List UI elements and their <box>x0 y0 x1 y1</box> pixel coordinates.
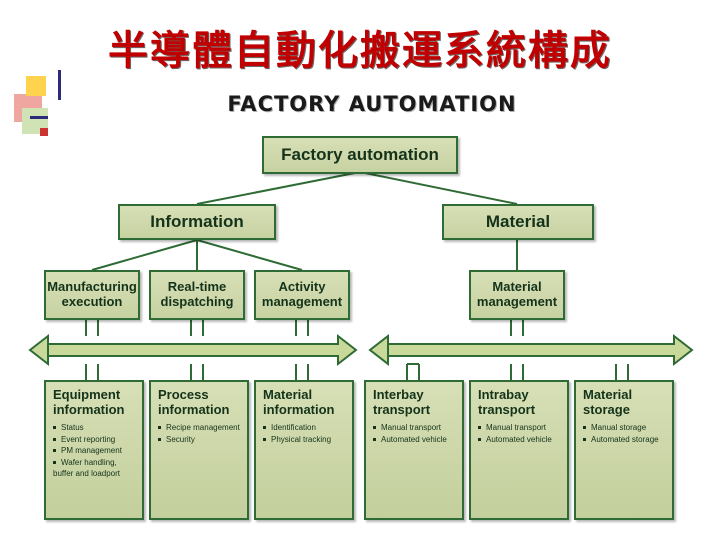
list-item: Automated vehicle <box>373 434 456 446</box>
node-label: Material management <box>476 279 558 309</box>
node-material-management[interactable]: Material management <box>469 270 565 320</box>
list-item: Manual transport <box>373 422 456 434</box>
list-item: Physical tracking <box>263 434 346 446</box>
logo-horizontal-bar <box>30 116 48 119</box>
leaf-process-information[interactable]: Process information Recipe management Se… <box>149 380 249 520</box>
list-item: Manual storage <box>583 422 666 434</box>
leaf-title: Intrabay transport <box>478 387 536 417</box>
list-item: Automated vehicle <box>478 434 561 446</box>
node-label: Real-time dispatching <box>160 279 234 309</box>
list-item: Manual transport <box>478 422 561 434</box>
list-item: Event reporting <box>53 434 136 446</box>
material-bus-arrow <box>368 333 694 367</box>
node-material[interactable]: Material <box>442 204 594 240</box>
node-label: Factory automation <box>281 145 439 165</box>
leaf-items: Status Event reporting PM management Waf… <box>53 422 136 480</box>
node-information[interactable]: Information <box>118 204 276 240</box>
node-label: Manufacturing execution <box>47 279 137 309</box>
page-title: 半導體自動化搬運系統構成 <box>108 28 612 74</box>
leaf-interbay-transport[interactable]: Interbay transport Manual transport Auto… <box>364 380 464 520</box>
leaf-items: Manual transport Automated vehicle <box>478 422 561 445</box>
connector-lines <box>28 171 694 380</box>
logo-yellow-square <box>26 76 46 96</box>
leaf-items: Recipe management Security <box>158 422 241 445</box>
list-item: Identification <box>263 422 346 434</box>
leaf-items: Manual storage Automated storage <box>583 422 666 445</box>
list-item: PM management <box>53 445 136 457</box>
leaf-title: Equipment information <box>53 387 125 417</box>
leaf-title: Interbay transport <box>373 387 431 417</box>
information-bus-arrow <box>28 333 358 367</box>
logo-vertical-bar <box>58 70 61 100</box>
leaf-material-storage[interactable]: Material storage Manual storage Automate… <box>574 380 674 520</box>
node-label: Information <box>150 212 244 232</box>
decorative-logo <box>8 66 80 158</box>
leaf-title: Material storage <box>583 387 633 417</box>
leaf-items: Manual transport Automated vehicle <box>373 422 456 445</box>
list-item: Status <box>53 422 136 434</box>
leaf-title: Process information <box>158 387 230 417</box>
node-label: Material <box>485 212 551 232</box>
list-item: buffer and loadport <box>53 469 121 479</box>
factory-automation-diagram: FACTORY AUTOMATION <box>22 92 698 522</box>
list-item: Wafer handling, <box>53 457 136 469</box>
leaf-intrabay-transport[interactable]: Intrabay transport Manual transport Auto… <box>469 380 569 520</box>
node-activity-management[interactable]: Activity management <box>254 270 350 320</box>
diagram-heading: FACTORY AUTOMATION <box>227 92 517 116</box>
logo-small-red-square <box>40 128 48 136</box>
leaf-material-information[interactable]: Material information Identification Phys… <box>254 380 354 520</box>
node-label: Activity management <box>261 279 343 309</box>
leaf-title: Material information <box>263 387 335 417</box>
list-item: Security <box>158 434 241 446</box>
node-manufacturing-execution[interactable]: Manufacturing execution <box>44 270 140 320</box>
leaf-items: Identification Physical tracking <box>263 422 346 445</box>
node-factory-automation[interactable]: Factory automation <box>262 136 458 174</box>
list-item: Automated storage <box>583 434 666 446</box>
leaf-equipment-information[interactable]: Equipment information Status Event repor… <box>44 380 144 520</box>
list-item: Recipe management <box>158 422 241 434</box>
node-real-time-dispatching[interactable]: Real-time dispatching <box>149 270 245 320</box>
